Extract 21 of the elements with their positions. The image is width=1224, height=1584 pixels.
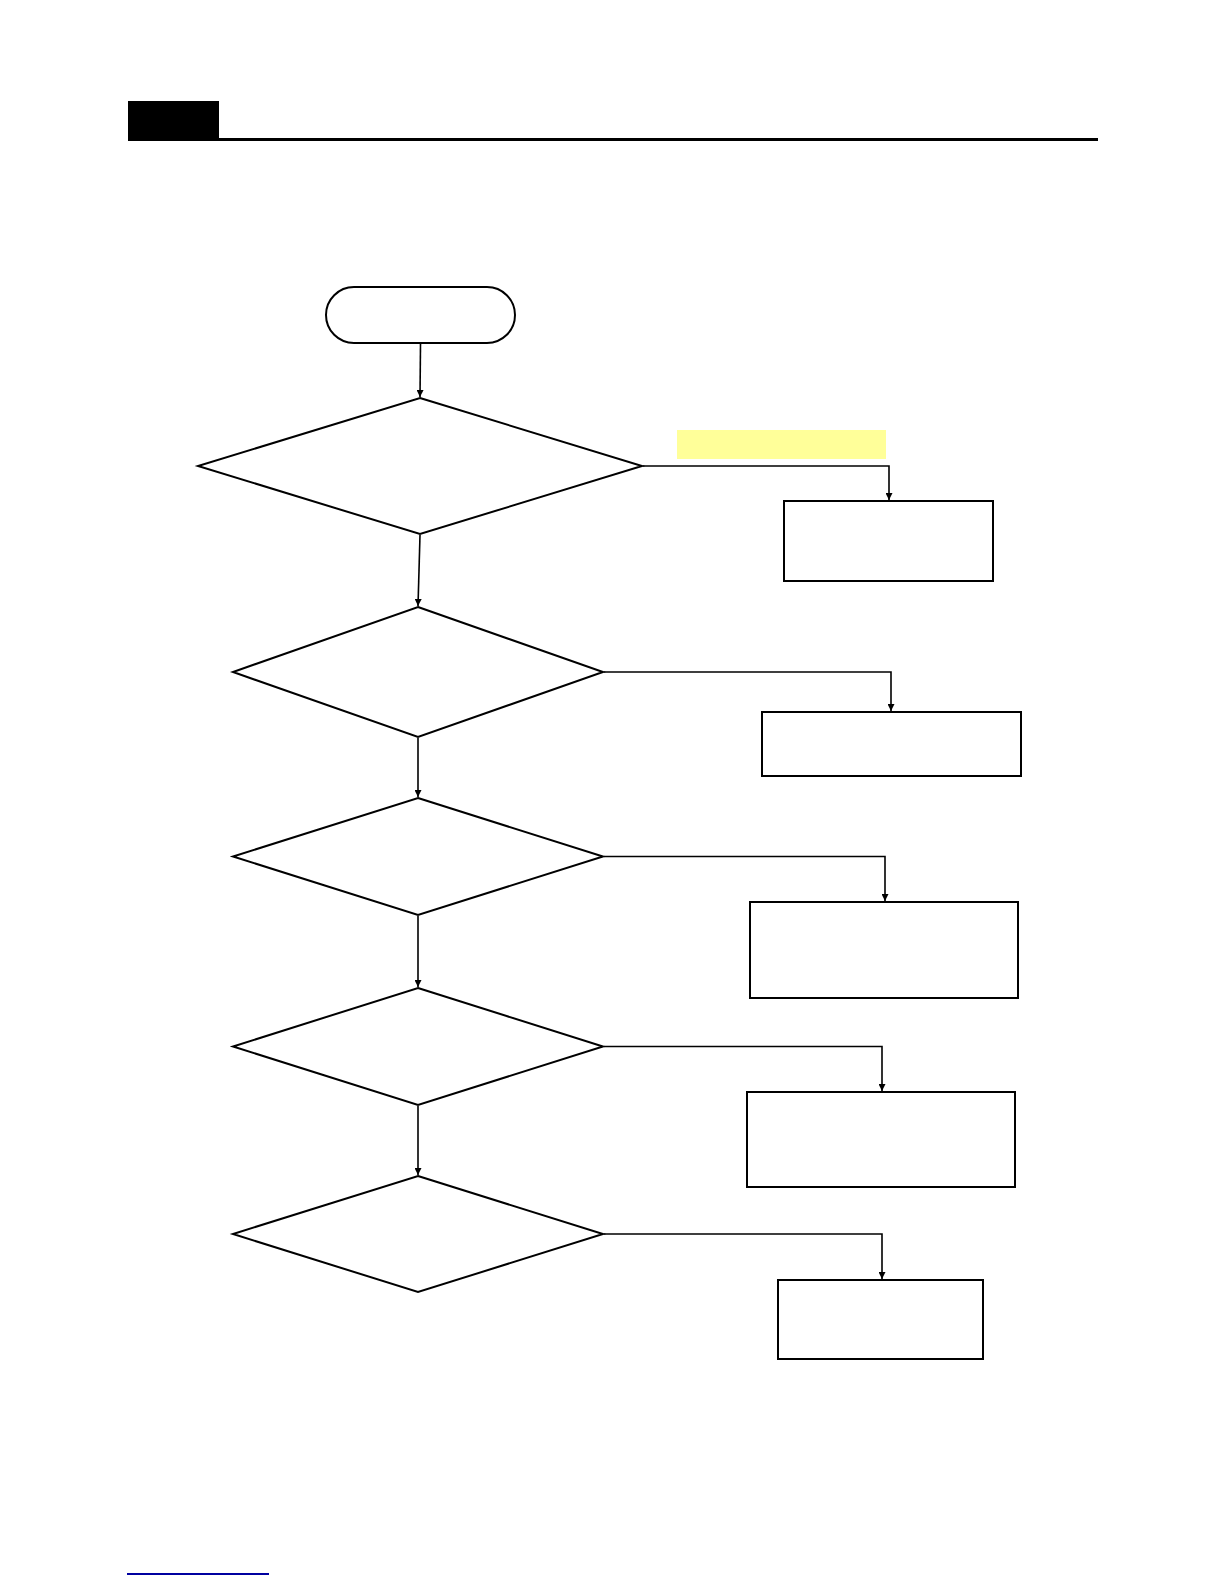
arrow [642,465,893,501]
decision-diamond [232,1175,604,1293]
decision-diamond [232,606,604,738]
decision-diamond [232,797,604,916]
decision-diamond [197,397,643,535]
arrow [414,737,422,798]
process-box [761,711,1022,777]
arrow [603,671,895,712]
arrow [416,343,424,398]
arrow [414,1105,422,1176]
arrow [414,915,422,988]
process-box [746,1091,1016,1188]
terminal-pill [325,286,516,344]
arrow [603,1233,886,1280]
process-box [749,901,1019,999]
arrow [603,1045,886,1092]
process-box [777,1279,984,1360]
arrow [414,534,422,607]
arrow [603,855,889,902]
process-box [783,500,994,582]
decision-diamond [232,987,604,1106]
